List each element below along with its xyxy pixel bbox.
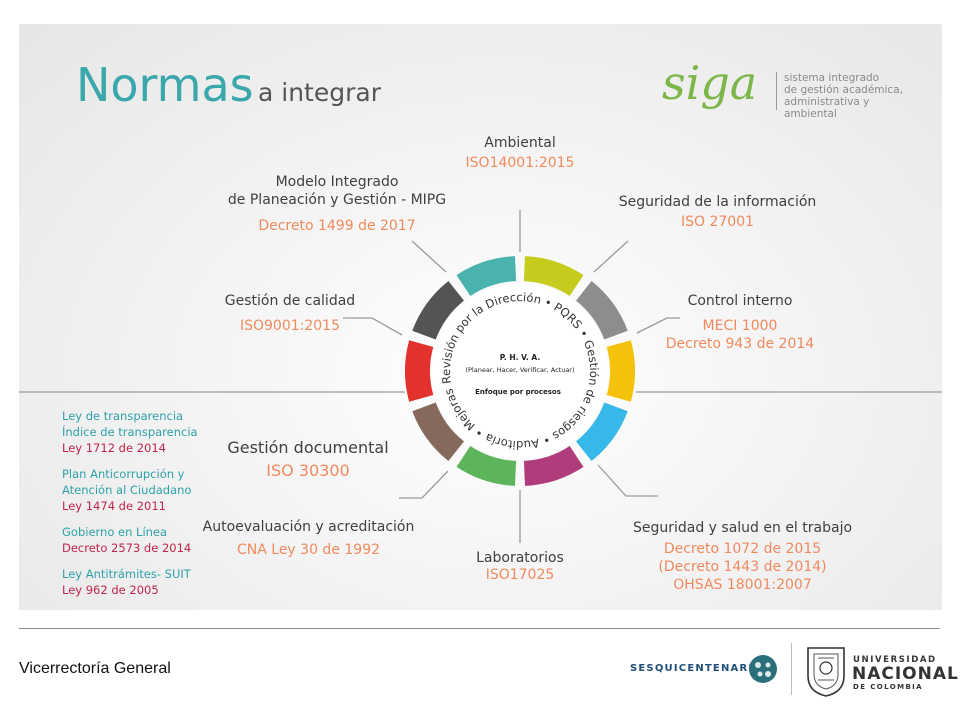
- left-list-item: Gobierno en Línea Decreto 2573 de 2014: [62, 524, 212, 556]
- node-label: de Planeación y Gestión - MIPG: [227, 192, 447, 208]
- list-item-text: Ley de transparencia: [62, 409, 184, 423]
- left-list-item: Plan Anticorrupción y Atención al Ciudad…: [62, 466, 212, 514]
- line-sst: [597, 464, 658, 497]
- node-gestion-calidad: Gestión de calidad ISO9001:2015: [220, 293, 360, 334]
- footer-separator: [791, 643, 792, 695]
- ring-segment: [404, 340, 434, 402]
- ring-segment: [412, 402, 464, 461]
- logo-divider: [776, 72, 777, 110]
- node-norm: MECI 1000: [702, 318, 778, 334]
- node-label: Gestión documental: [227, 438, 389, 457]
- center-subtitle: (Planear, Hacer, Verificar, Actuar): [465, 366, 574, 374]
- line-calidad: [343, 317, 403, 336]
- node-norm: ISO9001:2015: [239, 318, 340, 334]
- list-item-text: Ley Antitrámites- SUIT: [62, 567, 191, 581]
- line-autoevaluacion: [399, 470, 449, 499]
- sesquicentenario-logo-icon: [749, 655, 777, 683]
- ring-segment: [523, 446, 584, 486]
- node-label: Laboratorios: [476, 550, 564, 566]
- unal-bottom-text: DE COLOMBIA: [853, 683, 924, 691]
- line-mipg: [411, 240, 447, 273]
- node-norm: (Decreto 1443 de 2014): [658, 559, 827, 575]
- node-laboratorios: Laboratorios ISO17025: [440, 550, 600, 583]
- connector-lines: [19, 210, 942, 543]
- node-label: Seguridad de la información: [618, 194, 817, 210]
- node-norm: ISO 30300: [266, 461, 350, 480]
- siga-desc-line: administrativa y ambiental: [784, 96, 870, 120]
- center-focus: Enfoque por procesos: [475, 388, 561, 396]
- ring-segment: [523, 256, 584, 296]
- line-control: [636, 317, 680, 334]
- list-item-law: Ley 1712 de 2014: [62, 441, 166, 455]
- node-norm: ISO17025: [485, 567, 555, 583]
- node-norm: OHSAS 18001:2007: [673, 577, 812, 593]
- list-item-text: Atención al Ciudadano: [62, 483, 192, 497]
- node-label: Seguridad y salud en el trabajo: [632, 520, 853, 536]
- list-item-law: Ley 1474 de 2011: [62, 499, 166, 513]
- siga-logo: siga: [662, 56, 758, 110]
- list-item-text: Plan Anticorrupción y: [62, 467, 185, 481]
- node-label: Modelo Integrado: [275, 174, 399, 190]
- page-subtitle: a integrar: [258, 78, 381, 107]
- node-label: Ambiental: [484, 135, 556, 151]
- left-list-item: Ley de transparencia Índice de transpare…: [62, 408, 212, 456]
- sesquicentenario-text: SESQUICENTENARIO: [630, 663, 763, 674]
- node-label: Autoevaluación y acreditación: [202, 519, 415, 535]
- inner-circle: [432, 283, 608, 459]
- node-seguridad-informacion: Seguridad de la información ISO 27001: [610, 194, 825, 230]
- footer-vicerrectoria: Vicerrectoría General: [19, 660, 171, 677]
- node-norm: Decreto 1072 de 2015: [663, 541, 822, 557]
- unal-top-text: UNIVERSIDAD: [853, 655, 937, 665]
- ring-segment: [456, 446, 517, 486]
- node-gestion-documental: Gestión documental ISO 30300: [218, 438, 398, 480]
- ring-segment: [456, 256, 517, 296]
- node-norm: Decreto 1499 de 2017: [258, 218, 416, 234]
- list-item-law: Decreto 2573 de 2014: [62, 541, 192, 555]
- siga-description: sistema integrado de gestión académica, …: [784, 72, 924, 120]
- unal-shield-icon: [807, 647, 845, 697]
- list-item-text: Gobierno en Línea: [62, 525, 168, 539]
- footer-divider: [19, 628, 940, 629]
- node-mipg: Modelo Integrado de Planeación y Gestión…: [222, 174, 452, 234]
- ring-segment: [576, 402, 628, 461]
- node-control-interno: Control interno MECI 1000 Decreto 943 de…: [655, 293, 825, 352]
- node-norm: ISO 27001: [680, 214, 755, 230]
- left-list: Ley de transparencia Índice de transpare…: [62, 408, 212, 598]
- siga-desc-line: sistema integrado: [784, 72, 880, 84]
- list-item-law: Ley 962 de 2005: [62, 583, 159, 597]
- left-list-item: Ley Antitrámites- SUIT Ley 962 de 2005: [62, 566, 212, 598]
- center-title: P. H. V. A.: [500, 353, 541, 362]
- ring-segment: [412, 281, 464, 340]
- node-norm: CNA Ley 30 de 1992: [236, 542, 381, 558]
- node-ambiental: Ambiental ISO14001:2015: [420, 135, 620, 171]
- ring-segment: [576, 281, 628, 340]
- node-sst: Seguridad y salud en el trabajo Decreto …: [620, 520, 865, 593]
- node-autoevaluacion: Autoevaluación y acreditación CNA Ley 30…: [200, 519, 417, 558]
- unal-main-text: NACIONAL: [852, 664, 959, 684]
- list-item-text: Índice de transparencia: [62, 425, 198, 439]
- node-label: Gestión de calidad: [224, 293, 356, 309]
- pdca-ring: [404, 256, 635, 486]
- ring-segment: [606, 340, 635, 402]
- node-norm: Decreto 943 de 2014: [665, 336, 815, 352]
- page-title: Normas: [76, 58, 254, 112]
- siga-desc-line: de gestión académica,: [784, 84, 903, 96]
- line-seguridad-info: [593, 240, 629, 273]
- node-label: Control interno: [687, 293, 793, 309]
- node-norm: ISO14001:2015: [465, 155, 575, 171]
